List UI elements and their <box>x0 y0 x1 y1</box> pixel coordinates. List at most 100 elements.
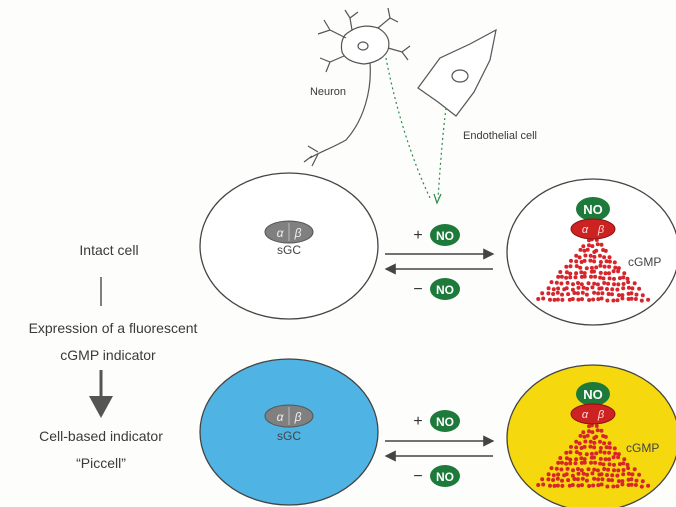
cgmp-dot <box>622 271 626 275</box>
cgmp-dot <box>540 477 544 481</box>
cgmp-dot <box>586 434 590 438</box>
cgmp-dot <box>556 484 560 488</box>
cgmp-dot <box>606 468 610 472</box>
cgmp-dot <box>560 293 564 297</box>
cgmp-dot <box>571 483 575 487</box>
cgmp-dot <box>555 281 559 285</box>
cgmp-dot <box>590 266 594 270</box>
cgmp-dot <box>556 275 560 279</box>
neuron-label: Neuron <box>310 86 346 98</box>
cgmp-dot <box>613 260 617 264</box>
cgmp-dot <box>613 452 617 456</box>
cgmp-dot <box>600 243 604 247</box>
cgmp-dot <box>627 286 631 290</box>
cgmp-dot <box>602 255 606 259</box>
cgmp-dot <box>583 440 587 444</box>
cgmp-dot <box>551 478 555 482</box>
cgmp-dot <box>616 298 620 302</box>
cgmp-dot <box>600 477 604 481</box>
cgmp-dot <box>635 479 639 483</box>
cgmp-dot <box>540 291 544 295</box>
cgmp-dot <box>622 282 626 286</box>
cgmp-dot <box>596 428 600 432</box>
cgmp-dot <box>589 461 593 465</box>
cgmp-dot <box>608 276 612 280</box>
cgmp-dot <box>610 287 614 291</box>
cgmp-dot <box>566 467 570 471</box>
cgmp-dot <box>578 266 582 270</box>
cgmp-dot <box>630 297 634 301</box>
cgmp-dot <box>602 276 606 280</box>
svg-text:NO: NO <box>436 415 454 429</box>
cgmp-dot <box>550 280 554 284</box>
cgmp-dot <box>590 285 594 289</box>
cgmp-dot <box>589 275 593 279</box>
cgmp-dot <box>576 484 580 488</box>
sgc-enzyme-icon-row1: α β <box>265 221 313 243</box>
cgmp-dot <box>591 298 595 302</box>
cgmp-dot <box>560 298 564 302</box>
cgmp-dot <box>560 484 564 488</box>
cgmp-dot <box>592 477 596 481</box>
cgmp-dot <box>605 287 609 291</box>
cgmp-dot <box>592 445 596 449</box>
expression-label-line1: Expression of a fluorescent <box>29 320 198 336</box>
no-badge-minus-row1: NO <box>430 278 460 300</box>
cgmp-dot <box>575 264 579 268</box>
cgmp-dot <box>579 456 583 460</box>
cgmp-dot <box>615 288 619 292</box>
cgmp-dot <box>581 477 585 481</box>
cgmp-dot <box>574 461 578 465</box>
cgmp-dot <box>592 255 596 259</box>
cgmp-dot <box>578 452 582 456</box>
cgmp-dot <box>546 477 550 481</box>
plus-sign-row2: + <box>413 413 422 430</box>
cgmp-dot <box>593 461 597 465</box>
cgmp-dot <box>615 474 619 478</box>
cgmp-dot <box>594 265 598 269</box>
cgmp-dot <box>600 472 604 476</box>
cgmp-label-row1: cGMP <box>628 255 661 269</box>
cgmp-dot <box>608 260 612 264</box>
cgmp-dot <box>574 445 578 449</box>
cgmp-dot <box>613 266 617 270</box>
svg-text:β: β <box>597 224 605 236</box>
no-badge-minus-row2: NO <box>430 465 460 487</box>
cgmp-dot <box>581 430 585 434</box>
cgmp-dot <box>590 244 594 248</box>
cgmp-dot <box>578 255 582 259</box>
cgmp-dot <box>585 293 589 297</box>
cgmp-dot <box>622 457 626 461</box>
cgmp-dot <box>548 484 552 488</box>
cellbased-label-line2: “Piccell” <box>76 455 126 471</box>
cgmp-dot <box>604 249 608 253</box>
cgmp-dot <box>558 270 562 274</box>
svg-text:β: β <box>294 410 302 424</box>
cgmp-dot <box>617 293 621 297</box>
cgmp-dot <box>587 281 591 285</box>
cgmp-dot <box>630 472 634 476</box>
cgmp-dot <box>641 293 645 297</box>
cgmp-dot <box>620 296 624 300</box>
cgmp-dot <box>583 271 587 275</box>
cgmp-dot <box>579 248 583 252</box>
cgmp-dot <box>607 265 611 269</box>
cgmp-dot <box>568 461 572 465</box>
sgc-label-row2: sGC <box>277 429 301 443</box>
cgmp-dot <box>603 265 607 269</box>
plus-sign-row1: + <box>413 227 422 244</box>
cgmp-dot <box>646 298 650 302</box>
cgmp-dot <box>569 450 573 454</box>
cgmp-dot <box>565 472 569 476</box>
cgmp-dot <box>536 297 540 301</box>
cgmp-dot <box>634 297 638 301</box>
cgmp-dot <box>585 266 589 270</box>
no-bound-badge-row1: NO <box>576 197 610 221</box>
cgmp-dot <box>598 254 602 258</box>
cgmp-dot <box>600 429 604 433</box>
cgmp-dot <box>548 298 552 302</box>
cgmp-dot <box>574 457 578 461</box>
cgmp-dot <box>608 441 612 445</box>
cgmp-dot <box>640 485 644 489</box>
